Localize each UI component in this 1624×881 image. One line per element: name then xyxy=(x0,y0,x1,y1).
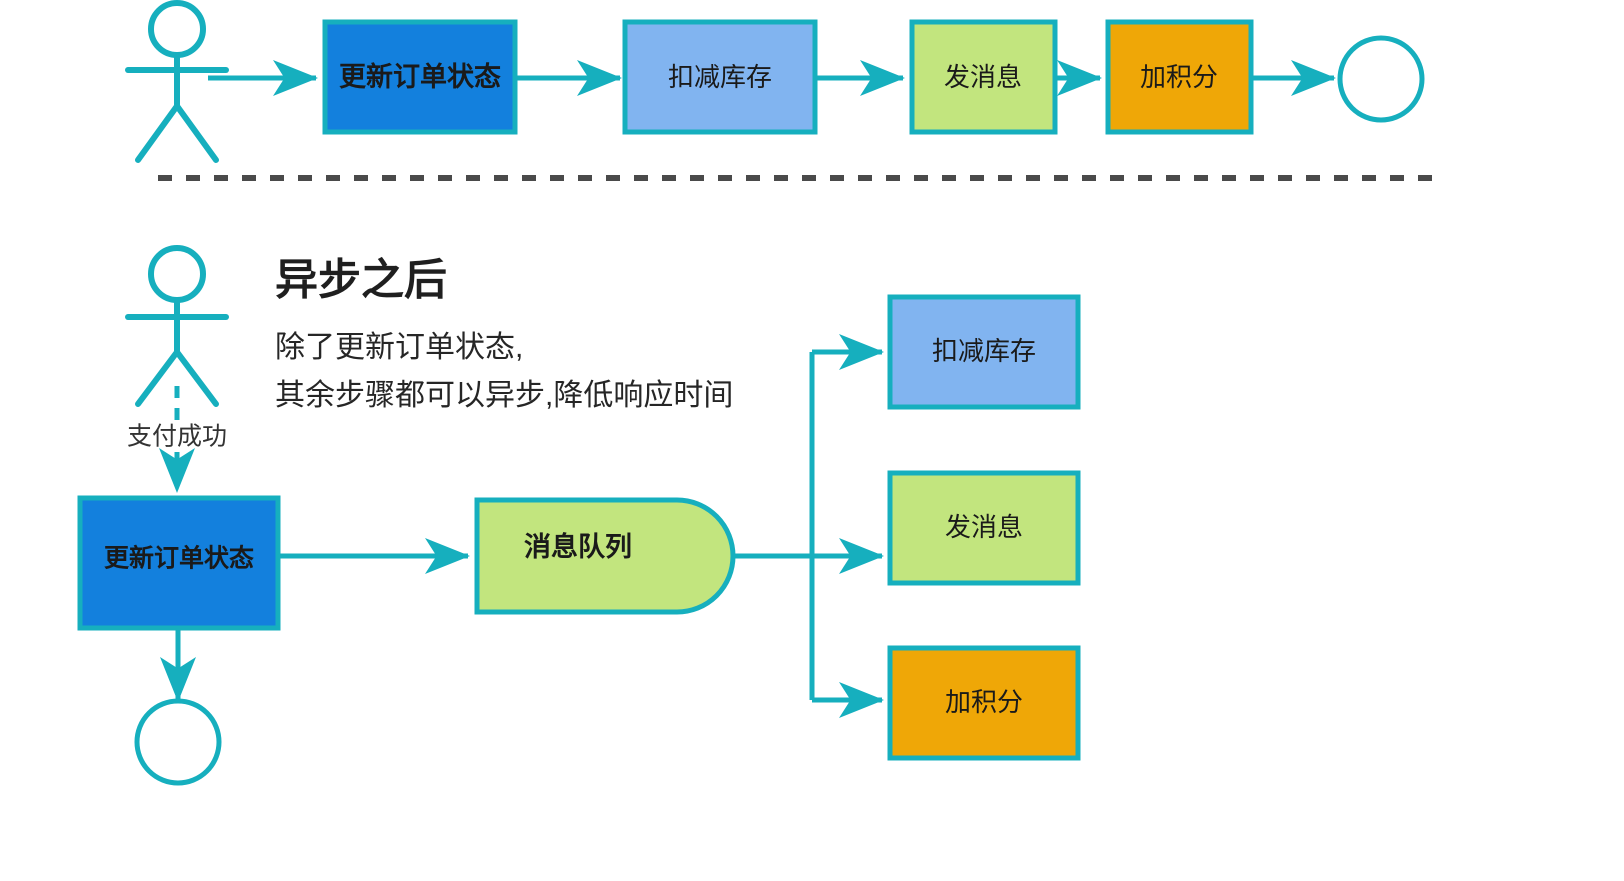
sync-step-3-box[interactable] xyxy=(909,19,1058,135)
async-flow-group: 异步之后 除了更新订单状态, 其余步骤都可以异步,降低响应时间 支付成功 更新订… xyxy=(77,245,1081,786)
async-step-send-message[interactable]: 发消息 xyxy=(887,470,1081,586)
actor-leg-right-icon xyxy=(174,103,219,163)
async-actor-stick-figure xyxy=(125,245,229,407)
edge-label-payment-success: 支付成功 xyxy=(127,423,227,451)
sync-step-4-box[interactable] xyxy=(1105,19,1254,135)
async-update-order-step[interactable]: 更新订单状态 xyxy=(77,495,281,631)
sync-flow-group: 更新订单状态 扣减库存 发消息 加积分 xyxy=(125,0,1425,163)
sync-step-3[interactable]: 发消息 xyxy=(909,19,1058,135)
actor-leg-left-icon xyxy=(135,103,180,163)
async-step-deduct-stock-box[interactable] xyxy=(887,294,1081,410)
async-update-order-label: 更新订单状态 xyxy=(104,544,254,573)
message-queue-node[interactable]: 消息队列 xyxy=(474,497,736,615)
async-end-circle xyxy=(134,698,222,786)
sync-step-2[interactable]: 扣减库存 xyxy=(622,19,818,135)
description-line-2: 其余步骤都可以异步,降低响应时间 xyxy=(275,379,733,412)
sync-step-2-box[interactable] xyxy=(622,19,818,135)
description-line-1: 除了更新订单状态, xyxy=(275,331,523,364)
sync-step-3-label: 发消息 xyxy=(944,62,1022,92)
async-step-send-message-box[interactable] xyxy=(887,470,1081,586)
message-queue-shape[interactable] xyxy=(474,497,736,615)
actor-head-icon xyxy=(148,0,206,58)
sync-step-4-label: 加积分 xyxy=(1140,62,1218,92)
async-step-send-message-label: 发消息 xyxy=(945,512,1023,542)
actor-stick-figure xyxy=(125,0,229,163)
sync-step-4[interactable]: 加积分 xyxy=(1105,19,1254,135)
actor-leg-right-icon xyxy=(174,349,219,407)
sync-step-2-label: 扣减库存 xyxy=(668,62,772,92)
page-title: 异步之后 xyxy=(275,256,447,304)
async-step-add-points[interactable]: 加积分 xyxy=(887,645,1081,761)
async-update-order-box[interactable] xyxy=(77,495,281,631)
actor-leg-left-icon xyxy=(135,349,180,407)
async-step-add-points-label: 加积分 xyxy=(945,687,1023,717)
sync-step-1-label: 更新订单状态 xyxy=(339,61,501,92)
actor-head-icon xyxy=(148,245,206,303)
async-step-deduct-stock-label: 扣减库存 xyxy=(932,336,1036,366)
async-step-deduct-stock[interactable]: 扣减库存 xyxy=(887,294,1081,410)
sync-end-circle xyxy=(1337,35,1425,123)
async-step-add-points-box[interactable] xyxy=(887,645,1081,761)
sync-step-1[interactable]: 更新订单状态 xyxy=(322,19,518,135)
message-queue-label: 消息队列 xyxy=(524,531,632,562)
sync-step-1-box[interactable] xyxy=(322,19,518,135)
